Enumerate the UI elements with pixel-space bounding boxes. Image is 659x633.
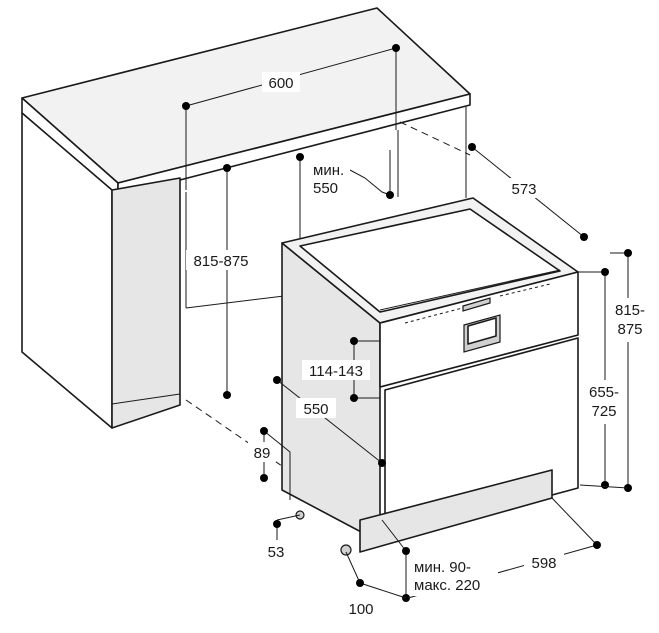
countertop [21,7,471,197]
label-foot-height: 89 [254,445,271,462]
label-panel-height: 114-143 [309,363,363,380]
label-plinth-height-line2: макс. 220 [414,577,480,594]
label-total-height-bottom: 875 [617,321,642,338]
label-countertop-depth: 573 [511,181,536,198]
label-door-height-top: 655- [589,384,619,401]
label-total-height-top: 815- [615,302,645,319]
label-niche-depth: 550 [313,180,338,197]
dimension-labels: 600 мин. 550 573 815-875 815- 875 655- 7… [186,72,648,618]
label-niche-height: 815-875 [193,253,248,270]
control-button [462,297,491,312]
label-niche-depth-prefix: мин. [313,162,344,179]
dimension-lines [182,44,632,602]
label-plinth-offset: 53 [268,544,285,561]
foot-front [340,544,352,556]
label-countertop-width: 600 [268,75,293,92]
label-door-height-bottom: 725 [591,403,616,420]
label-appliance-depth: 550 [303,401,328,418]
label-plinth-height-line1: мин. 90- [414,559,471,576]
control-display-screen [467,317,497,345]
cabinet-side [111,177,181,429]
dishwasher-top-inner [299,208,561,313]
label-appliance-width: 598 [531,555,556,572]
dishwasher [281,197,579,556]
control-button-strip [379,269,561,311]
side-cabinet [21,112,181,429]
cabinet-plinth-line [111,393,181,405]
label-foot-depth: 100 [348,601,373,618]
